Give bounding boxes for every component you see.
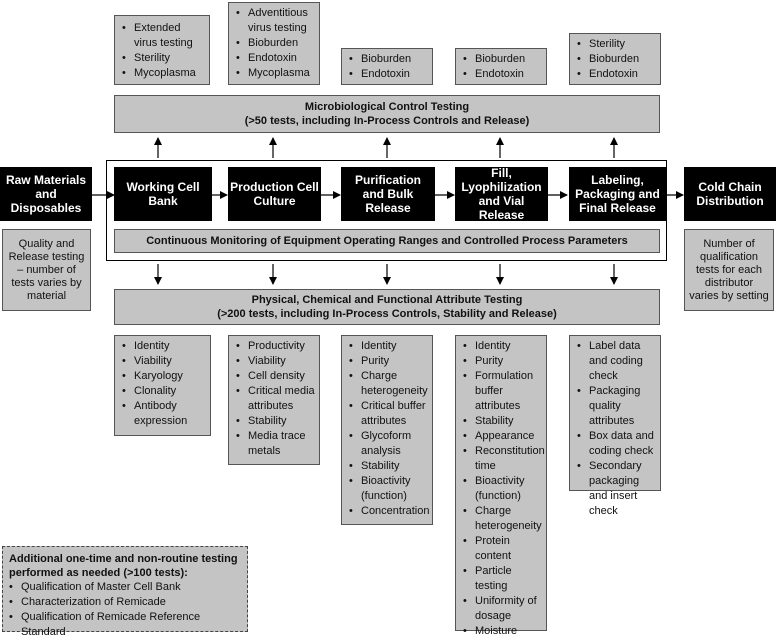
list-item: Karyology (122, 369, 206, 384)
list-item: Sterility (122, 51, 205, 66)
step-production-cell-culture: Production Cell Culture (228, 167, 321, 221)
list-item: Mycoplasma (236, 66, 315, 81)
list-item: Characterization of Remicade (9, 595, 241, 610)
list-item: Adventitious virus testing (236, 6, 315, 36)
list-item: Media trace metals (236, 429, 315, 459)
list-item: Purity (463, 354, 542, 369)
list-item: Particle testing (463, 564, 542, 594)
cold-chain-note: Number of qualification tests for each d… (684, 229, 774, 311)
list-item: Critical media attributes (236, 384, 315, 414)
list-item: Bioburden (463, 52, 542, 67)
list-item: Moisture (463, 624, 542, 639)
bottom-list-working-cell-bank: Identity Viability Karyology Clonality A… (114, 335, 211, 436)
list-item: Reconstitution time (463, 444, 545, 474)
list-item: Bioburden (577, 52, 656, 67)
top-list-production-cell-culture: Adventitious virus testing Bioburden End… (228, 2, 320, 85)
top-list-working-cell-bank: Extended virus testing Sterility Mycopla… (114, 15, 210, 85)
banner-title: Microbiological Control Testing (304, 101, 470, 113)
list-item: Viability (236, 354, 315, 369)
list-item: Identity (349, 339, 428, 354)
list-item: Viability (122, 354, 206, 369)
list-item: Label data and coding check (577, 339, 656, 384)
list-item: Stability (463, 414, 542, 429)
list-item: Identity (463, 339, 542, 354)
list-item: Uniformity of dosage (463, 594, 542, 624)
list-item: Concentration (349, 504, 430, 519)
raw-materials-note: Quality and Release testing – number of … (2, 229, 91, 311)
raw-materials-box: Raw Materials and Disposables (0, 167, 92, 221)
list-item: Identity (122, 339, 206, 354)
list-item: Qualification of Remicade Reference Stan… (9, 610, 241, 640)
bottom-list-production-cell-culture: Productivity Viability Cell density Crit… (228, 335, 320, 465)
monitoring-bar: Continuous Monitoring of Equipment Opera… (114, 229, 660, 253)
list-item: Bioburden (236, 36, 315, 51)
list-item: Bioactivity (function) (463, 474, 542, 504)
banner-title: Physical, Chemical and Functional Attrib… (251, 294, 523, 306)
bottom-list-labeling: Label data and coding check Packaging qu… (569, 335, 661, 517)
list-item: Purity (349, 354, 428, 369)
list-item: Sterility (577, 37, 656, 52)
list-item: Endotoxin (577, 67, 656, 82)
bottom-list-fill: Identity Purity Formulation buffer attri… (455, 335, 547, 639)
list-item: Extended virus testing (122, 21, 205, 51)
top-list-labeling: Sterility Bioburden Endotoxin (569, 33, 661, 85)
banner-subtitle: (>200 tests, including In-Process Contro… (217, 308, 557, 320)
list-item: Stability (349, 459, 428, 474)
list-item: Cell density (236, 369, 315, 384)
cold-chain-box: Cold Chain Distribution (684, 167, 776, 221)
list-item: Appearance (463, 429, 542, 444)
list-item: Protein content (463, 534, 542, 564)
step-working-cell-bank: Working Cell Bank (114, 167, 212, 221)
step-labeling-packaging: Labeling, Packaging and Final Release (569, 167, 666, 221)
top-list-purification: Bioburden Endotoxin (341, 48, 433, 85)
step-purification: Purification and Bulk Release (341, 167, 435, 221)
list-item: Secondary packaging and insert check (577, 459, 656, 519)
physical-testing-banner: Physical, Chemical and Functional Attrib… (114, 289, 660, 325)
additional-testing-title: Additional one-time and non-routine test… (9, 553, 238, 579)
list-item: Glycoform analysis (349, 429, 428, 459)
list-item: Antibody expression (122, 399, 206, 429)
list-item: Endotoxin (349, 67, 428, 82)
list-item: Clonality (122, 384, 206, 399)
list-item: Stability (236, 414, 315, 429)
top-list-fill: Bioburden Endotoxin (455, 48, 547, 85)
process-frame (106, 160, 667, 261)
list-item: Mycoplasma (122, 66, 205, 81)
list-item: Packaging quality attributes (577, 384, 656, 429)
list-item: Qualification of Master Cell Bank (9, 580, 241, 595)
list-item: Bioactivity (function) (349, 474, 428, 504)
list-item: Endotoxin (463, 67, 542, 82)
list-item: Productivity (236, 339, 315, 354)
list-item: Charge heterogeneity (463, 504, 542, 534)
list-item: Box data and coding check (577, 429, 656, 459)
additional-testing-box: Additional one-time and non-routine test… (2, 546, 248, 638)
list-item: Bioburden (349, 52, 428, 67)
list-item: Endotoxin (236, 51, 315, 66)
list-item: Critical buffer attributes (349, 399, 428, 429)
list-item: Charge heterogeneity (349, 369, 428, 399)
banner-subtitle: (>50 tests, including In-Process Control… (244, 115, 530, 127)
list-item: Formulation buffer attributes (463, 369, 542, 414)
bottom-list-purification: Identity Purity Charge heterogeneity Cri… (341, 335, 433, 525)
step-fill-lyophilization: Fill, Lyophilization and Vial Release (455, 166, 548, 222)
microbiological-testing-banner: Microbiological Control Testing (>50 tes… (114, 95, 660, 133)
